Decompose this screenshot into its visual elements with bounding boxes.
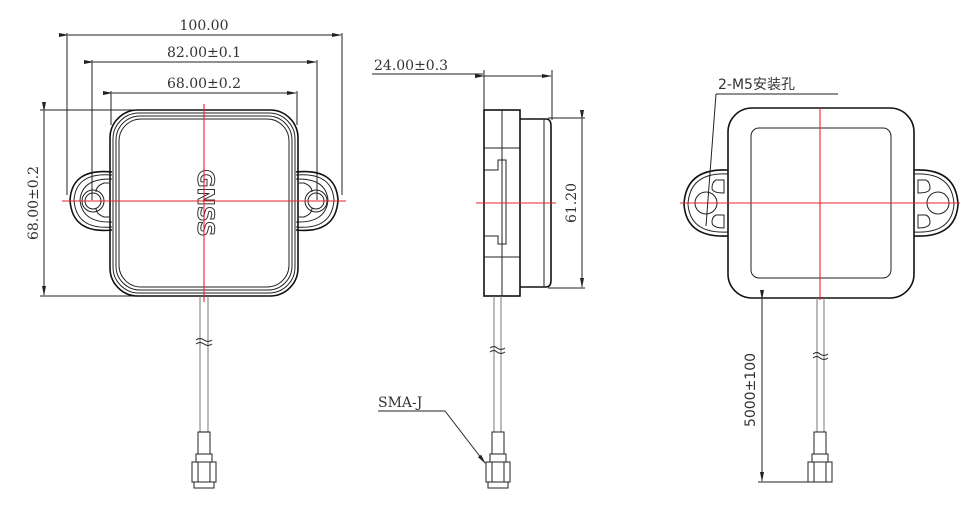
side-view: 61.20 24.00±0.3 SMA-J [372,58,585,489]
dim-overall-width: 100.00 [180,18,229,34]
dim-side-height: 61.20 [564,183,580,223]
dim-body-height: 68.00±0.2 [26,166,42,240]
front-view: GNSS 100.00 82.00±0.1 68.00±0.2 68.00±0.… [26,18,346,489]
dim-body-width: 68.00±0.2 [167,76,241,92]
dim-cable-length: 5000±100 [743,353,759,427]
connector-label: SMA-J [378,395,422,411]
back-view: 2-M5安装孔 5000±100 [680,77,960,483]
dim-thickness: 24.00±0.3 [374,58,448,74]
hole-label: 2-M5安装孔 [718,77,795,93]
dim-hole-spacing: 82.00±0.1 [167,45,241,61]
